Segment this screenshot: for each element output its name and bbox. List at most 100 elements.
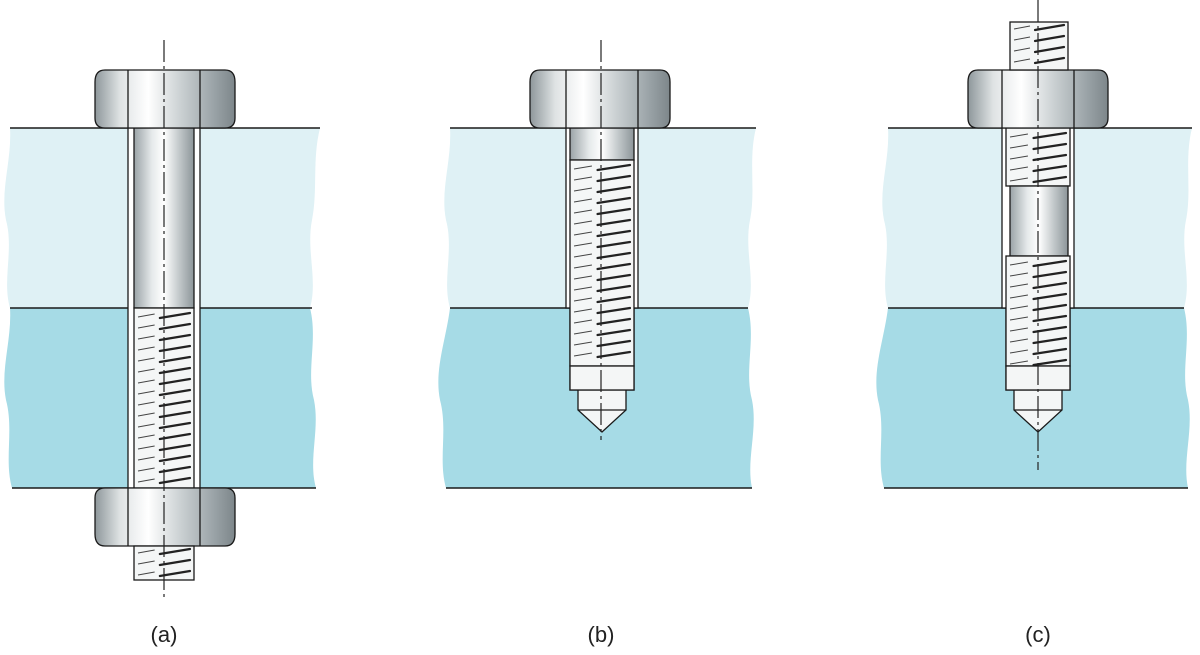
thread-mark: [1032, 292, 1068, 301]
caption-a: (a): [150, 622, 178, 647]
thread-mark: [573, 275, 593, 280]
thread-mark: [1009, 177, 1029, 182]
thread-mark: [1032, 347, 1068, 356]
thread-mark: [596, 229, 632, 238]
thread-mark: [137, 412, 155, 417]
thread-lines: [1009, 259, 1068, 367]
thread-mark: [596, 251, 632, 260]
thread-mark: [1013, 36, 1031, 41]
thread-mark: [137, 549, 155, 554]
thread-mark: [1009, 327, 1029, 332]
thread-mark: [158, 377, 192, 386]
thread-mark: [1009, 133, 1029, 138]
thread-mark: [596, 350, 632, 359]
thread-mark: [158, 421, 192, 430]
thread-mark: [573, 253, 593, 258]
thread-mark: [158, 355, 192, 364]
thread-mark: [1033, 45, 1066, 54]
thread-mark: [1009, 283, 1029, 288]
thread-mark: [158, 476, 192, 485]
thread-mark: [596, 174, 632, 183]
thread-mark: [1009, 261, 1029, 266]
thread-mark: [573, 297, 593, 302]
thread-mark: [1032, 270, 1068, 279]
thread-mark: [1009, 294, 1029, 299]
thread-mark: [1032, 314, 1068, 323]
thread-mark: [573, 286, 593, 291]
caption-c: (c): [1025, 622, 1051, 647]
thread-mark: [596, 273, 632, 282]
thread-mark: [158, 558, 192, 567]
thread-mark: [1009, 349, 1029, 354]
thread-mark: [1032, 281, 1068, 290]
thread-mark: [137, 478, 155, 483]
thread-mark: [573, 176, 593, 181]
thread-mark: [158, 333, 192, 342]
thread-mark: [1013, 58, 1031, 63]
thread-mark: [573, 165, 593, 170]
thread-mark: [137, 467, 155, 472]
thread-mark: [1032, 175, 1068, 184]
thread-mark: [596, 207, 632, 216]
thread-mark: [1013, 47, 1031, 52]
thread-mark: [573, 330, 593, 335]
panel-b: [438, 40, 756, 489]
thread-mark: [1033, 56, 1066, 65]
thread-mark: [1009, 155, 1029, 160]
thread-lines: [137, 547, 192, 578]
thread-mark: [137, 445, 155, 450]
thread-mark: [158, 569, 192, 578]
thread-mark: [137, 401, 155, 406]
thread-mark: [596, 218, 632, 227]
thread-mark: [573, 308, 593, 313]
stud-plain-section: [1009, 185, 1069, 257]
thread-mark: [573, 220, 593, 225]
thread-mark: [137, 346, 155, 351]
thread-mark: [573, 319, 593, 324]
thread-mark: [573, 231, 593, 236]
thread-mark: [573, 341, 593, 346]
thread-mark: [158, 399, 192, 408]
thread-mark: [158, 388, 192, 397]
thread-mark: [1013, 25, 1031, 30]
panel-a: [4, 40, 320, 600]
thread-mark: [596, 306, 632, 315]
hole-bottom-thread: [569, 365, 635, 391]
thread-mark: [158, 410, 192, 419]
thread-mark: [137, 357, 155, 362]
thread-mark: [596, 196, 632, 205]
screw-shank: [569, 127, 635, 161]
thread-mark: [1032, 358, 1068, 367]
thread-mark: [158, 322, 192, 331]
thread-mark: [1032, 325, 1068, 334]
thread-mark: [158, 443, 192, 452]
thread-mark: [137, 313, 155, 318]
thread-mark: [1032, 303, 1068, 312]
thread-mark: [1033, 34, 1066, 43]
thread-mark: [137, 335, 155, 340]
thread-mark: [1032, 153, 1068, 162]
thread-mark: [1032, 336, 1068, 345]
thread-mark: [573, 242, 593, 247]
thread-mark: [596, 262, 632, 271]
panel-c: [876, 0, 1192, 489]
thread-mark: [596, 339, 632, 348]
thread-mark: [1009, 166, 1029, 171]
thread-mark: [137, 560, 155, 565]
thread-mark: [573, 209, 593, 214]
thread-mark: [137, 423, 155, 428]
screw-head: [529, 69, 671, 129]
thread-mark: [573, 352, 593, 357]
thread-mark: [158, 344, 192, 353]
thread-mark: [1009, 272, 1029, 277]
thread-mark: [158, 465, 192, 474]
thread-mark: [137, 571, 155, 576]
thread-mark: [1032, 164, 1068, 173]
thread-mark: [596, 240, 632, 249]
thread-mark: [573, 187, 593, 192]
thread-mark: [137, 390, 155, 395]
thread-mark: [1009, 316, 1029, 321]
thread-mark: [596, 328, 632, 337]
thread-mark: [1032, 142, 1068, 151]
